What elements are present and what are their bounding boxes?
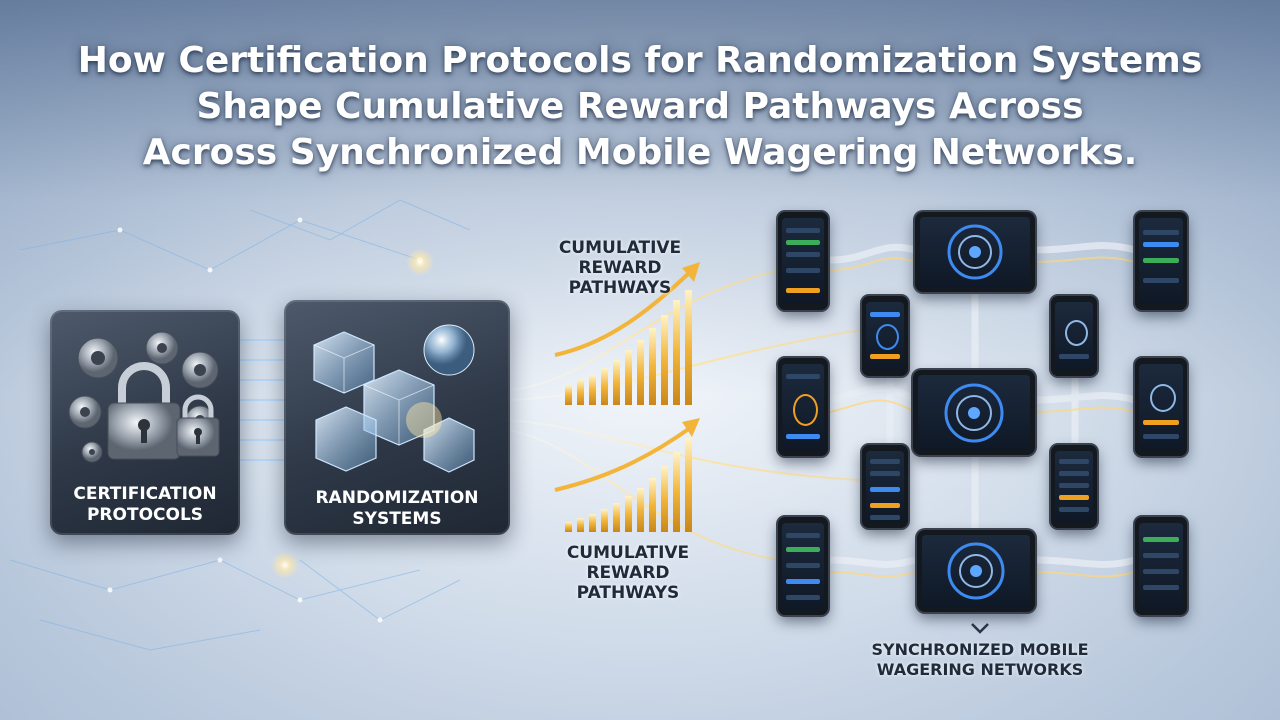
certification-label-line-1: CERTIFICATION [73,484,217,504]
randomization-label-line-2: SYSTEMS [352,509,442,529]
lower-pathway-line-1: CUMULATIVE [566,543,690,563]
title-line-1: How Certification Protocols for Randomiz… [77,40,1203,81]
trend-arrow-icon [554,270,692,357]
chevron-down-icon [971,623,989,634]
phone-device [778,517,828,615]
upper-pathway-label: CUMULATIVE REWARD PATHWAYS [545,238,695,298]
randomization-systems-panel: RANDOMIZATION SYSTEMS [284,300,510,535]
tablet-device [915,212,1035,292]
phone-device [1135,517,1187,615]
page-title: How Certification Protocols for Randomiz… [60,38,1220,176]
upper-pathway-line-3: PATHWAYS [568,278,672,298]
lower-pathway-line-3: PATHWAYS [576,583,680,603]
upper-pathway-line-1: CUMULATIVE [558,238,682,258]
phone-device [778,358,828,456]
phone-device [862,445,908,528]
network-label-line-1: SYNCHRONIZED MOBILE [871,640,1089,659]
phone-device [1135,358,1187,456]
lower-pathway-label: CUMULATIVE REWARD PATHWAYS [553,543,703,603]
lower-reward-bars [565,438,692,532]
lower-pathway-line-2: REWARD [586,563,670,583]
randomization-label: RANDOMIZATION SYSTEMS [284,488,510,530]
certification-label: CERTIFICATION PROTOCOLS [50,484,240,526]
tablet-device [917,530,1035,612]
certification-label-line-2: PROTOCOLS [86,505,204,525]
network-label: SYNCHRONIZED MOBILE WAGERING NETWORKS [850,640,1110,680]
crystal-sphere-icon [423,324,475,376]
phone-device [778,212,828,310]
tablet-device [913,370,1035,455]
certification-protocols-panel: CERTIFICATION PROTOCOLS [50,310,240,535]
padlock-icon [107,362,220,460]
upper-reward-bars [565,290,692,405]
crystal-cube-icon [313,331,475,473]
randomization-label-line-1: RANDOMIZATION [315,488,479,508]
title-line-2: Shape Cumulative Reward Pathways Across [196,86,1084,127]
title-line-3: Across Synchronized Mobile Wagering Netw… [142,132,1138,173]
phone-device [1051,445,1097,528]
upper-pathway-line-2: REWARD [578,258,662,278]
phone-device [1051,296,1097,376]
network-label-line-2: WAGERING NETWORKS [876,660,1084,679]
phone-device [1135,212,1187,310]
phone-device [862,296,908,376]
